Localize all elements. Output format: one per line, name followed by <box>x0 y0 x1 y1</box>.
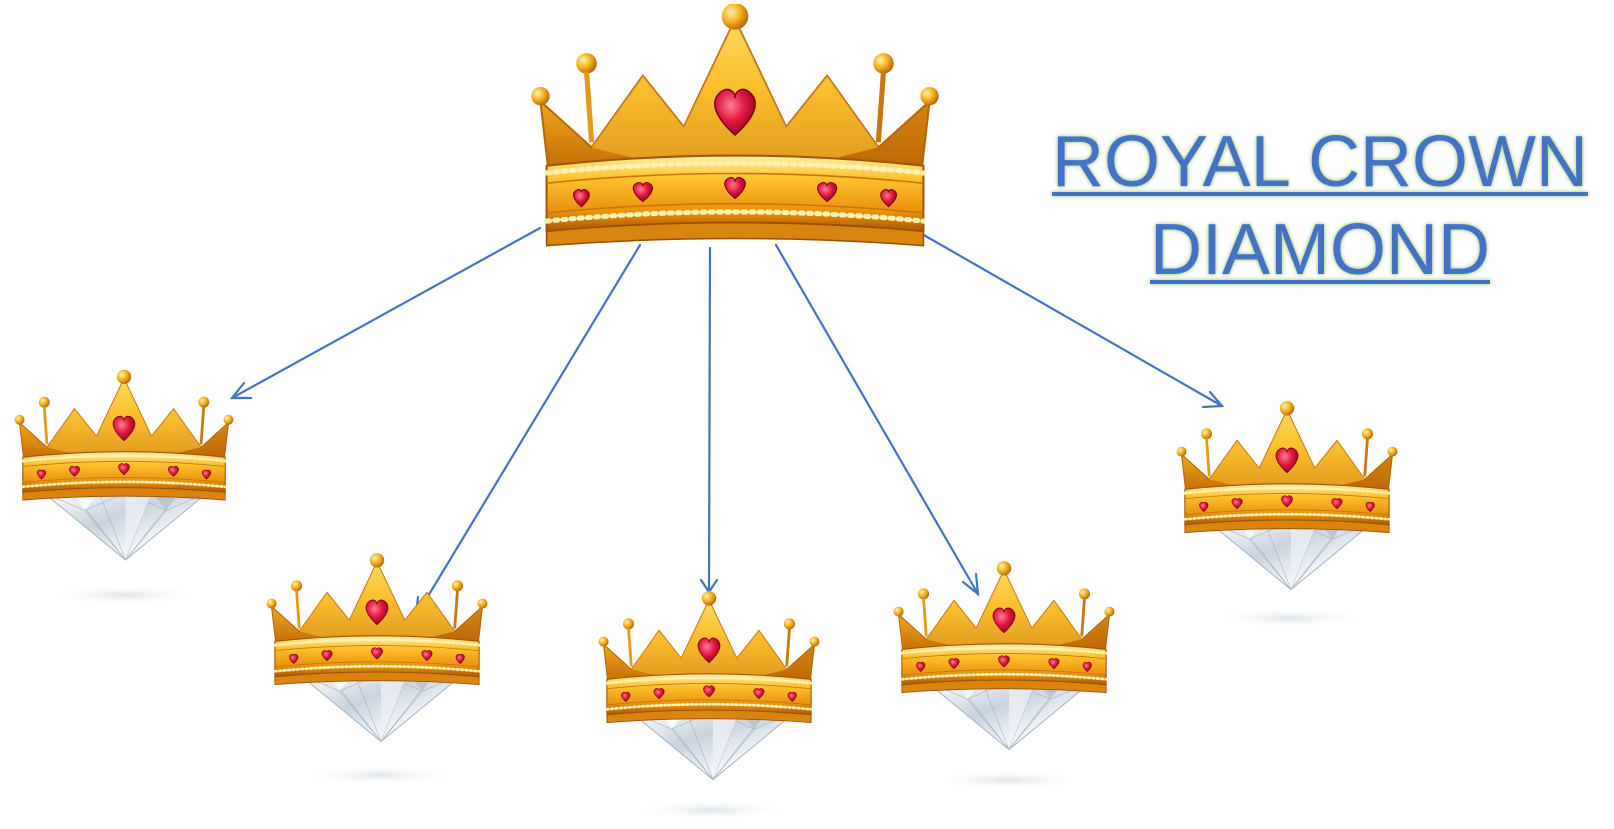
crown-icon <box>599 591 820 723</box>
diamond-icon <box>630 711 796 779</box>
child-node-1 <box>15 370 234 605</box>
arrow-to-child-1 <box>232 228 540 398</box>
diamond-icon <box>44 493 207 560</box>
crown-icon <box>267 553 488 685</box>
crown-icon <box>15 370 234 500</box>
arrow-to-child-2 <box>416 245 640 616</box>
crown-icon <box>1177 401 1398 533</box>
child-node-4 <box>894 561 1115 790</box>
title-line-1: ROYAL CROWN <box>1052 118 1588 206</box>
root-crown-icon <box>531 3 939 246</box>
diamond-icon <box>1208 521 1374 589</box>
title-line-2: DIAMOND <box>1150 206 1490 294</box>
diamond-icon <box>298 673 464 741</box>
child-node-5 <box>1177 401 1398 628</box>
child-node-3 <box>599 591 820 820</box>
diamond-icon <box>926 681 1092 749</box>
child-node-2 <box>267 553 488 785</box>
title: ROYAL CROWN DIAMOND <box>1040 118 1600 294</box>
crown-icon <box>894 561 1115 693</box>
arrow-to-child-3 <box>701 248 717 592</box>
arrow-to-child-4 <box>776 245 978 594</box>
